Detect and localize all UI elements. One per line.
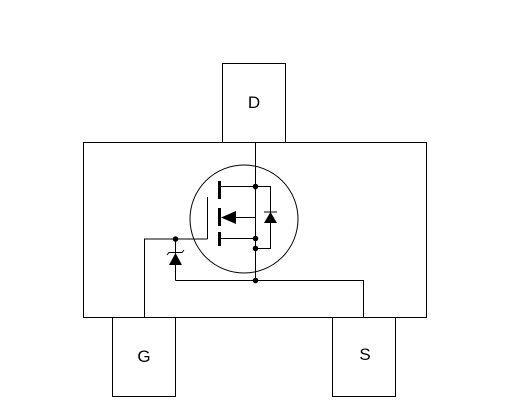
source-pin: S (332, 317, 396, 397)
drain-pin-box (222, 63, 286, 143)
zener-triangle-icon (169, 253, 182, 265)
junction-dot-drain (252, 183, 259, 190)
gate-pin-label: G (137, 347, 150, 366)
junction-dots (172, 183, 259, 284)
substrate-arrow (221, 211, 256, 224)
gate-pin: G (112, 317, 176, 397)
junction-dot-source-mid (252, 235, 259, 242)
drain-pin-label: D (248, 93, 260, 112)
source-pin-box (332, 317, 396, 397)
body-diode (255, 186, 277, 249)
drain-pin: D (222, 63, 286, 143)
gate-wire (144, 238, 208, 318)
junction-dot-source-low (252, 245, 259, 252)
transistor-enclosure-circle (189, 164, 299, 274)
zener-bar (166, 249, 185, 256)
source-pin-label: S (359, 345, 370, 364)
gate-zener-diode (166, 239, 185, 281)
source-bus-wire (175, 280, 364, 318)
body-diode-triangle-icon (264, 212, 277, 223)
